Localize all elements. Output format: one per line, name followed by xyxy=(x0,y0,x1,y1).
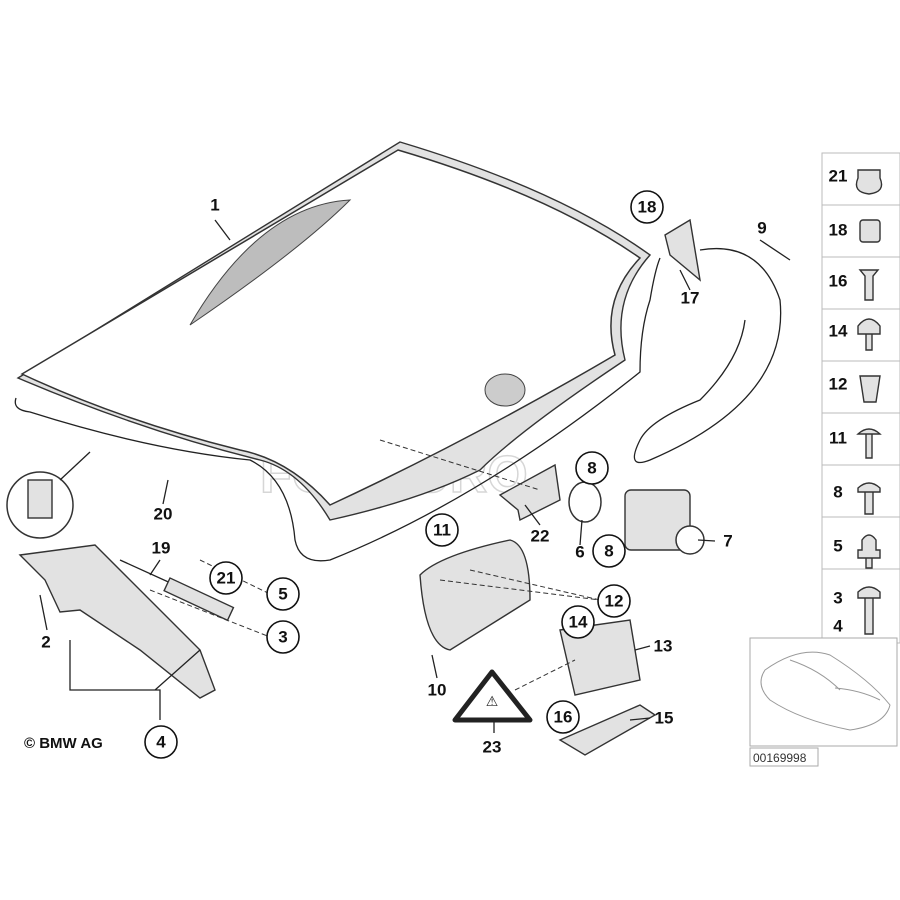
gas-strut xyxy=(119,559,235,622)
svg-text:5: 5 xyxy=(278,585,287,604)
svg-text:4: 4 xyxy=(156,733,166,752)
release-cable xyxy=(633,248,782,464)
svg-text:12: 12 xyxy=(605,592,624,611)
trunk-seal xyxy=(14,257,661,562)
button xyxy=(558,704,657,756)
svg-text:21: 21 xyxy=(217,569,236,588)
callout-5-circled: 5 xyxy=(266,577,300,611)
callout-15: 15 xyxy=(655,709,674,728)
callout-19: 19 xyxy=(152,539,171,558)
callout-13: 13 xyxy=(654,637,673,656)
svg-text:11: 11 xyxy=(433,521,451,540)
callout-22: 22 xyxy=(531,527,550,546)
svg-text:⚠: ⚠ xyxy=(486,693,499,709)
callout-10: 10 xyxy=(428,681,447,700)
svg-text:8: 8 xyxy=(587,459,596,478)
callout-3-circled: 3 xyxy=(266,620,300,654)
callout-12-circled: 12 xyxy=(597,584,631,618)
release-handle xyxy=(664,218,702,282)
callout-16-circled: 16 xyxy=(546,700,580,734)
side-panel: 21 18 16 14 12 11 8 5 3 4 xyxy=(821,152,900,644)
callout-14-circled: 14 xyxy=(561,605,595,639)
callout-23: 23 xyxy=(483,738,502,757)
side-item-14: 14 xyxy=(829,322,848,341)
callout-18-circled: 18 xyxy=(630,190,664,224)
seal-detail xyxy=(6,451,91,539)
callout-8-circled: 8 xyxy=(575,451,609,485)
warning-label: ⚠ xyxy=(452,669,533,723)
diagram-code: 00169998 xyxy=(753,751,807,765)
side-item-18: 18 xyxy=(829,221,848,240)
side-item-12: 12 xyxy=(829,375,848,394)
lock-cylinder xyxy=(568,481,705,555)
callout-9: 9 xyxy=(757,219,766,238)
callout-2: 2 xyxy=(41,633,50,652)
bracket xyxy=(498,463,561,522)
callout-17: 17 xyxy=(681,289,700,308)
side-item-3: 3 xyxy=(833,589,842,608)
svg-text:3: 3 xyxy=(278,628,287,647)
trunk-lid xyxy=(16,141,652,521)
side-item-16: 16 xyxy=(829,272,848,291)
callout-8-circled: 8 xyxy=(592,534,626,568)
callout-4-circled: 4 xyxy=(144,725,178,759)
callout-21-circled: 21 xyxy=(209,561,243,595)
callout-1: 1 xyxy=(210,196,219,215)
svg-text:8: 8 xyxy=(604,542,613,561)
vehicle-thumbnail: 00169998 xyxy=(749,637,898,767)
side-item-4: 4 xyxy=(833,617,843,636)
svg-text:18: 18 xyxy=(638,198,657,217)
side-item-8: 8 xyxy=(833,483,842,502)
side-item-21: 21 xyxy=(829,167,848,186)
callout-20: 20 xyxy=(154,505,173,524)
side-item-5: 5 xyxy=(833,537,842,556)
callout-11-circled: 11 xyxy=(425,513,459,547)
hinge xyxy=(18,544,216,699)
latch xyxy=(559,619,641,696)
side-item-11: 11 xyxy=(829,429,847,448)
svg-text:16: 16 xyxy=(554,708,573,727)
callout-7: 7 xyxy=(723,532,732,551)
trim-cover xyxy=(419,539,531,651)
copyright: © BMW AG xyxy=(24,735,103,752)
svg-text:14: 14 xyxy=(569,613,588,632)
callout-6: 6 xyxy=(575,543,584,562)
